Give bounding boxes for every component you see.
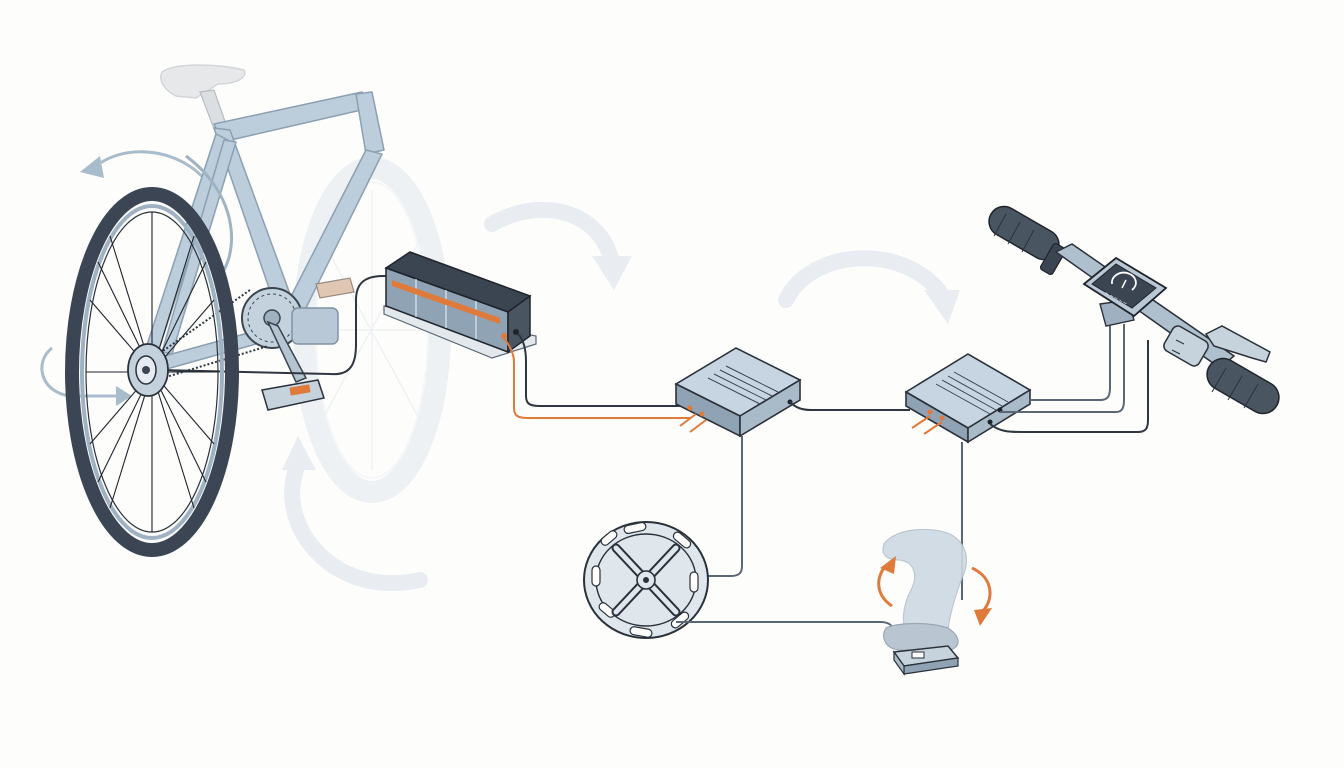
wire-controller-to-speed-sensor	[700, 436, 743, 577]
rear-wheel	[65, 187, 239, 557]
foot-shape	[883, 622, 959, 651]
bicycle-icon	[40, 64, 390, 557]
battery-icon	[383, 251, 537, 359]
wire-disc-to-pedal	[676, 621, 895, 635]
foot-pedal-icon	[877, 528, 992, 676]
wire-hub-to-display-1	[1030, 320, 1111, 401]
cadence-arrow-left-head	[880, 556, 896, 574]
chain	[149, 289, 269, 383]
magnet-disc-icon	[583, 521, 709, 639]
wire-controller-to-hub	[789, 401, 910, 411]
right-grip	[1206, 357, 1280, 415]
battery-side	[507, 294, 531, 354]
flow-arrow-hub-head	[924, 290, 960, 324]
wire-hub-to-display-2	[1000, 324, 1125, 413]
flow-arrow-battery-head	[592, 256, 632, 290]
flow-arrow-controller-to-hub	[778, 250, 948, 308]
bike-frame	[145, 91, 385, 373]
controller-box-icon	[674, 347, 802, 438]
crank-arm	[266, 320, 308, 383]
battery-port-right	[513, 329, 519, 335]
wire-battery-to-controller-dark	[517, 333, 690, 407]
handlebar: ~~~~~	[988, 205, 1280, 415]
battery-charge-strip	[392, 280, 500, 324]
hub-side	[967, 388, 1031, 444]
background-flow-arrows	[282, 201, 960, 592]
cadence-arrow-right-head	[974, 608, 992, 626]
rotation-arrow-top-head	[80, 156, 104, 178]
wire-bike-to-battery	[159, 275, 390, 376]
saddle	[160, 64, 246, 99]
flow-arrow-loop-head	[282, 436, 316, 470]
flow-arrow-battery-to-controller	[484, 201, 620, 270]
wire-hub-to-brake	[989, 340, 1149, 433]
cadence-arrow-right	[971, 566, 992, 614]
brake-lever-icon	[1163, 325, 1271, 367]
controller-side	[739, 378, 801, 438]
pedal-upper	[315, 277, 355, 299]
battery-port-left	[501, 333, 507, 339]
flow-arrow-wheel-loop	[284, 452, 428, 592]
brake-lever-blade	[1204, 325, 1271, 363]
rear-stay-arc	[185, 154, 233, 271]
wire-battery-to-controller-power	[503, 337, 690, 419]
battery-cells	[415, 279, 477, 339]
display-speed-arc-icon	[1111, 271, 1137, 291]
controller-vents	[707, 365, 779, 405]
pedal-lower	[261, 379, 325, 411]
hub-vents	[935, 371, 1009, 415]
hub-box-icon	[904, 353, 1032, 444]
bottom-bracket-housing	[291, 307, 339, 345]
rotation-arrow-hub-head	[116, 386, 132, 406]
left-grip	[988, 205, 1067, 275]
rotation-arrow-top	[95, 150, 216, 193]
pedal-sensor	[892, 645, 960, 676]
